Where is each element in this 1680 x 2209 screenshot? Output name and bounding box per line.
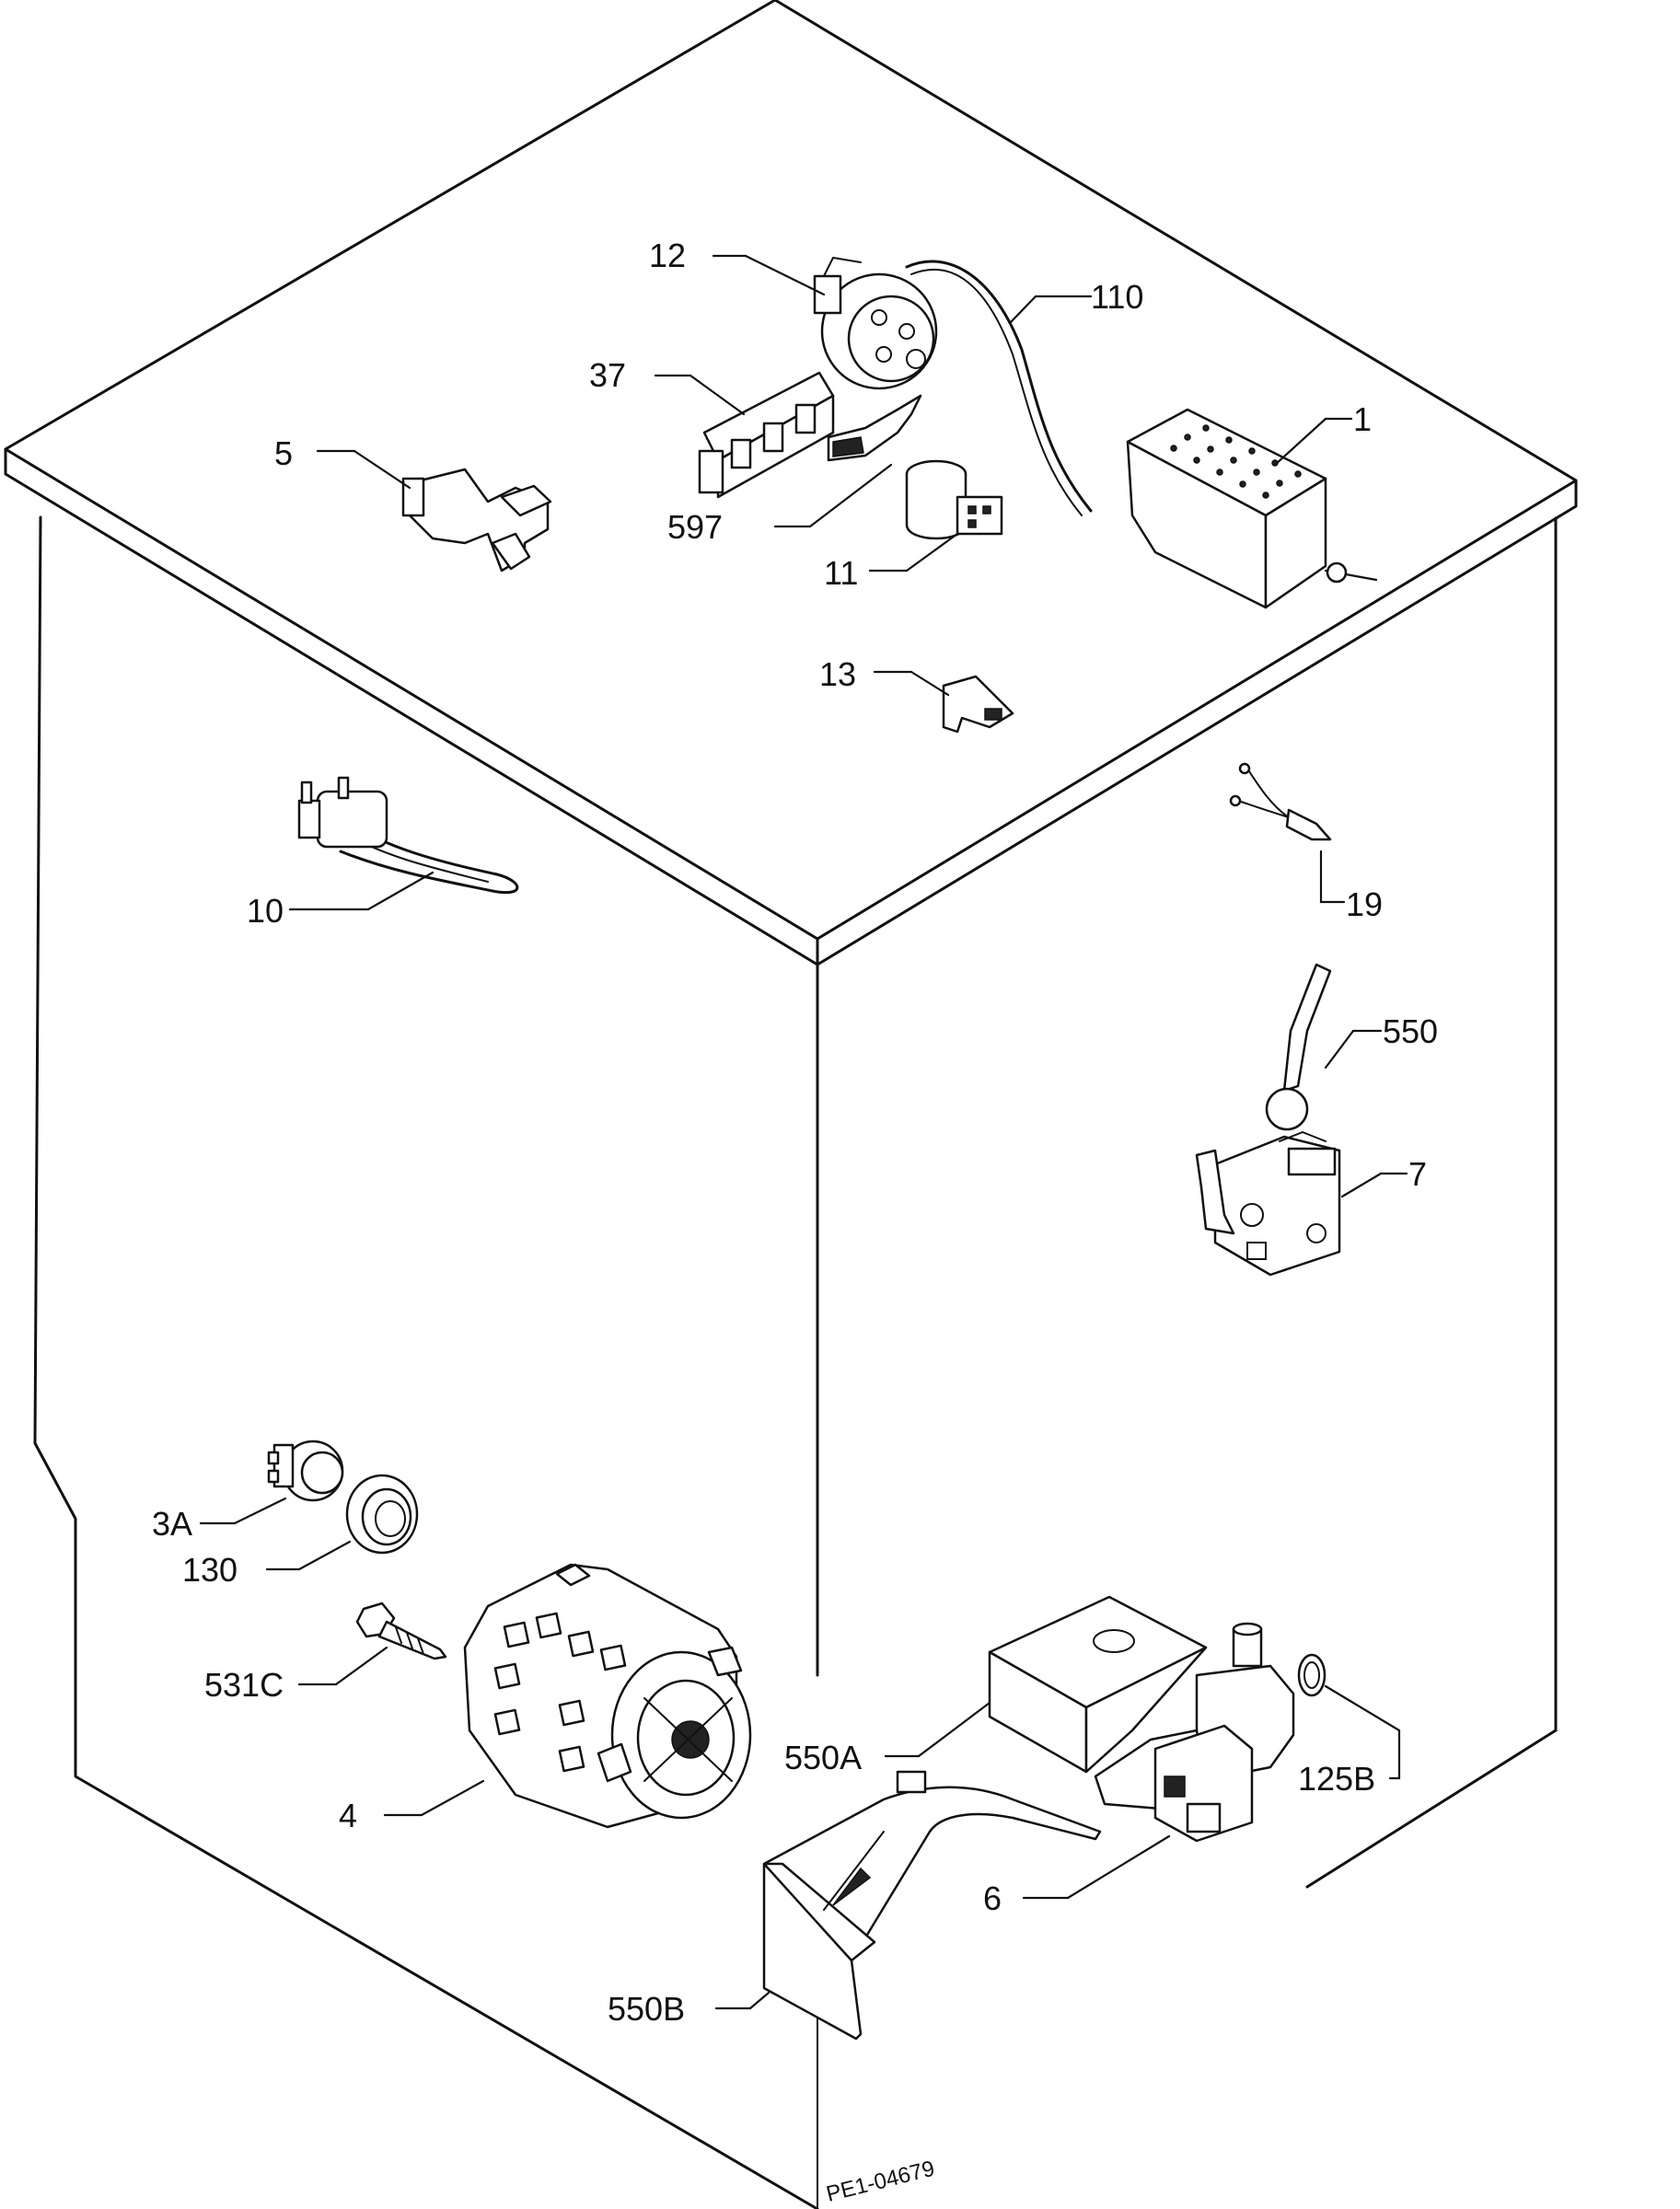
callout-37: 37 — [589, 356, 626, 394]
callout-531c: 531C — [204, 1666, 284, 1704]
programme-timer-part — [1126, 408, 1378, 609]
motor-vents — [493, 1612, 627, 1773]
callout-labels: 12 110 37 5 1 597 11 13 10 19 550 7 3A 1… — [152, 237, 1438, 2028]
heating-element-part — [297, 776, 519, 895]
callout-550b: 550B — [608, 1990, 685, 2028]
callout-5: 5 — [274, 434, 293, 472]
drain-pump-part — [1094, 1622, 1295, 1843]
callout-550a: 550A — [784, 1739, 862, 1776]
grommet-part — [345, 1474, 419, 1555]
callout-12: 12 — [649, 237, 686, 274]
callout-597: 597 — [667, 508, 723, 546]
door-lock-part — [1195, 963, 1341, 1277]
motor-part — [463, 1563, 752, 1829]
callout-110: 110 — [1091, 278, 1143, 316]
duct-part — [762, 1770, 1102, 2041]
sensor-part — [267, 1440, 344, 1502]
callout-19: 19 — [1346, 885, 1383, 923]
callout-550: 550 — [1383, 1012, 1438, 1050]
callout-130: 130 — [182, 1551, 238, 1589]
callout-7: 7 — [1408, 1155, 1427, 1193]
cover-part — [988, 1595, 1208, 1774]
bracket-part — [827, 394, 922, 462]
callout-6: 6 — [983, 1879, 1002, 1917]
screw-part — [355, 1602, 447, 1660]
callout-4: 4 — [339, 1797, 357, 1834]
callout-10: 10 — [247, 892, 284, 930]
temperature-probe-part — [1229, 762, 1332, 841]
connector-part — [942, 675, 1014, 734]
callout-3a: 3A — [152, 1505, 192, 1543]
leader-lines — [199, 254, 1408, 2010]
callout-11: 11 — [824, 554, 858, 592]
seal-ring-part — [1297, 1653, 1327, 1697]
callout-125b: 125B — [1298, 1760, 1375, 1798]
capacitor-part — [905, 459, 1003, 540]
callout-13: 13 — [819, 655, 856, 693]
pressure-switch-part — [813, 257, 1093, 516]
timer-vents — [1170, 424, 1302, 499]
reference-code: PE1-04679 — [824, 2157, 937, 2207]
callout-1: 1 — [1353, 400, 1372, 438]
valve-fitting-part — [401, 468, 552, 572]
terminal-block-part — [698, 371, 835, 499]
